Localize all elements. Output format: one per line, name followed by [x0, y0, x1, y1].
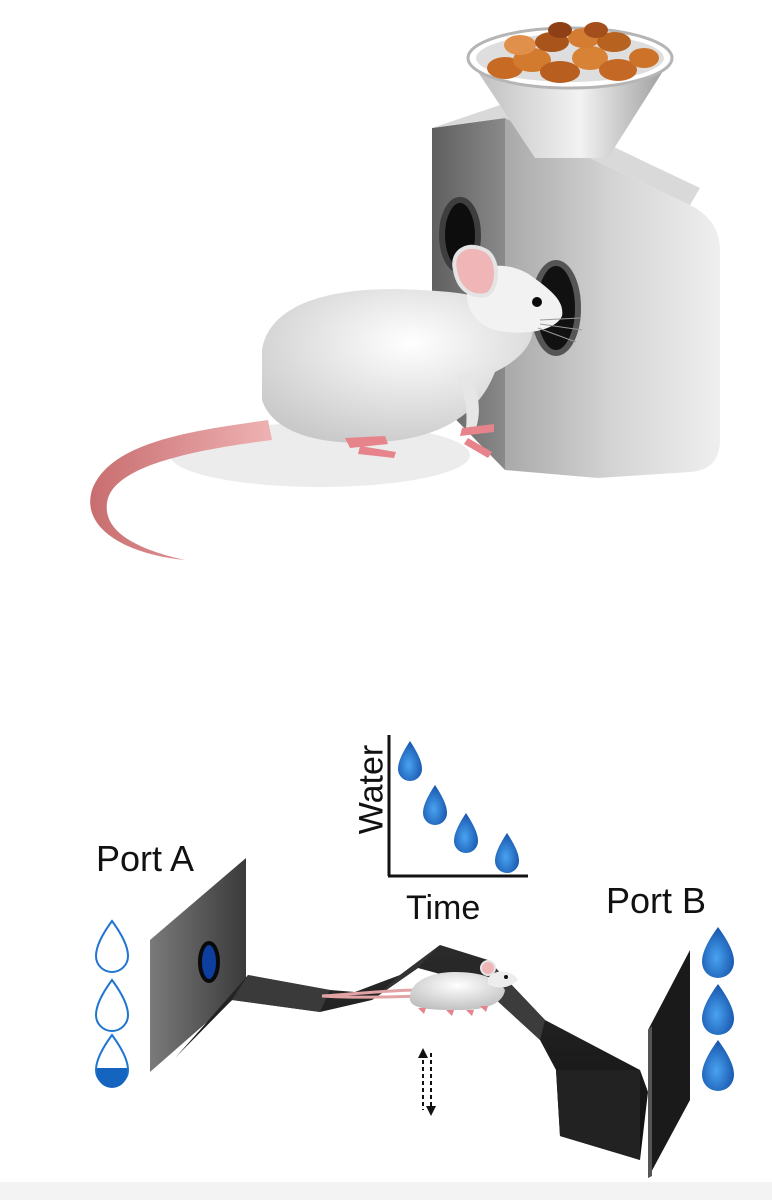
track-fold-1: [232, 975, 330, 1012]
graph-x-axis-label: Time: [406, 889, 481, 927]
dispenser-top-face: [432, 100, 700, 205]
rat-small-body: [409, 972, 505, 1010]
dashed-double-arrow-icon: [418, 1048, 436, 1116]
water-drop-icon: [702, 927, 734, 978]
port-a-panel: [150, 858, 246, 1072]
rat-eye: [532, 297, 542, 307]
port-a-drops: [94, 919, 130, 1088]
rat-front-paw: [460, 424, 494, 458]
track-fold-2: [372, 945, 440, 1000]
rat-hind-paw: [345, 436, 396, 458]
port-a-wall: [150, 858, 246, 1072]
rat-small-paws: [418, 1006, 488, 1016]
water-drop-icon: [423, 785, 447, 825]
bottom-strip: [0, 1182, 772, 1200]
port-a-hole: [198, 941, 220, 983]
port-b-label: Port B: [606, 880, 707, 921]
rat-ear: [452, 244, 498, 298]
rat-large: [90, 244, 583, 560]
port-b-edge: [648, 1026, 652, 1178]
rat-small: [321, 960, 518, 1016]
track-fold-4: [556, 1070, 640, 1160]
port-b-drops: [702, 927, 734, 1091]
water-drop-outline-icon: [94, 978, 130, 1032]
rat-small-head: [488, 971, 518, 988]
rat-tail: [90, 420, 273, 560]
dispenser-front-face: [505, 118, 720, 478]
water-drop-icon: [702, 984, 734, 1035]
port-b-wall: [648, 950, 690, 1178]
graph-y-axis-label: Water: [352, 744, 391, 835]
food-hopper: [466, 22, 674, 158]
water-drop-icon: [495, 833, 519, 873]
rat-front-leg: [458, 372, 479, 428]
rat-body: [262, 289, 533, 443]
food-pellets: [487, 22, 659, 83]
zigzag-track: [175, 945, 648, 1160]
rat-whiskers: [537, 317, 583, 343]
water-drop-icon: [702, 1040, 734, 1091]
rat-small-ear: [480, 960, 496, 976]
water-time-graph: [387, 735, 528, 878]
rat-small-eye: [504, 975, 508, 979]
water-drop-icon: [398, 741, 422, 781]
water-drop-outline-icon: [94, 919, 130, 973]
water-drop-partial-icon: [94, 1033, 130, 1088]
rat-small-tail: [321, 988, 422, 999]
water-drop-icon: [454, 813, 478, 853]
port-a-label: Port A: [96, 838, 195, 879]
port-b-panel: [648, 950, 690, 1178]
